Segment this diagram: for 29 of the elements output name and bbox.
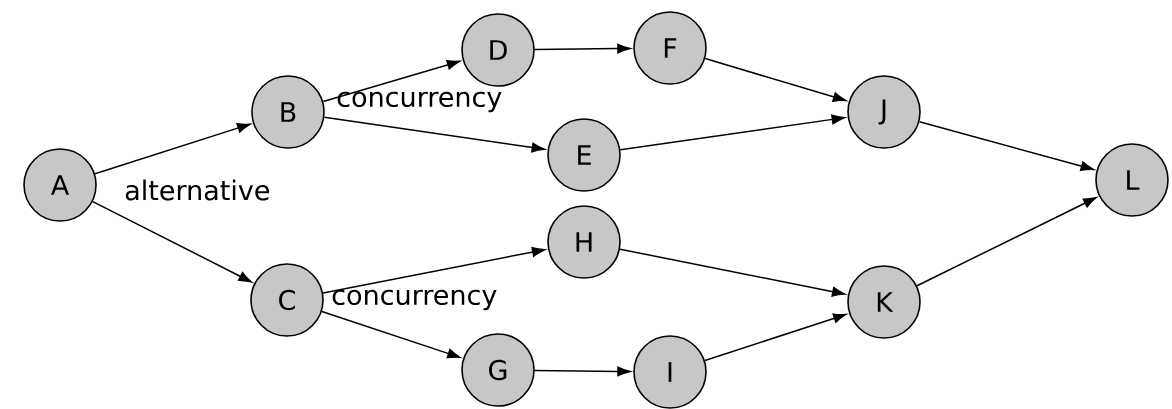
branch-label: alternative xyxy=(125,179,269,201)
arrow xyxy=(619,248,846,297)
circle-node: K xyxy=(847,265,921,339)
arrow xyxy=(94,123,251,175)
circle-node: A xyxy=(23,148,97,222)
arrow xyxy=(323,116,545,153)
branch-label: concurrency xyxy=(332,289,497,311)
circle-node: L xyxy=(1095,143,1169,217)
arrow xyxy=(918,121,1094,172)
arrow xyxy=(704,57,847,102)
arrow xyxy=(704,313,847,362)
arrow xyxy=(92,200,252,283)
arrow xyxy=(916,196,1097,287)
circle-node: J xyxy=(847,75,921,149)
branch-label: concurrency xyxy=(337,91,502,113)
circle-node: E xyxy=(547,118,621,192)
arrow xyxy=(619,114,845,151)
circle-node: F xyxy=(633,11,707,85)
circle-node: B xyxy=(251,75,325,149)
arrow xyxy=(534,366,631,377)
arrow xyxy=(534,43,631,54)
circle-node: C xyxy=(250,263,324,337)
circle-node: D xyxy=(461,13,535,87)
arrow xyxy=(321,310,461,359)
arrow xyxy=(322,59,461,103)
circle-node: G xyxy=(461,333,535,407)
circle-node: I xyxy=(633,335,707,409)
circle-node: H xyxy=(547,205,621,279)
arrow xyxy=(322,247,546,294)
